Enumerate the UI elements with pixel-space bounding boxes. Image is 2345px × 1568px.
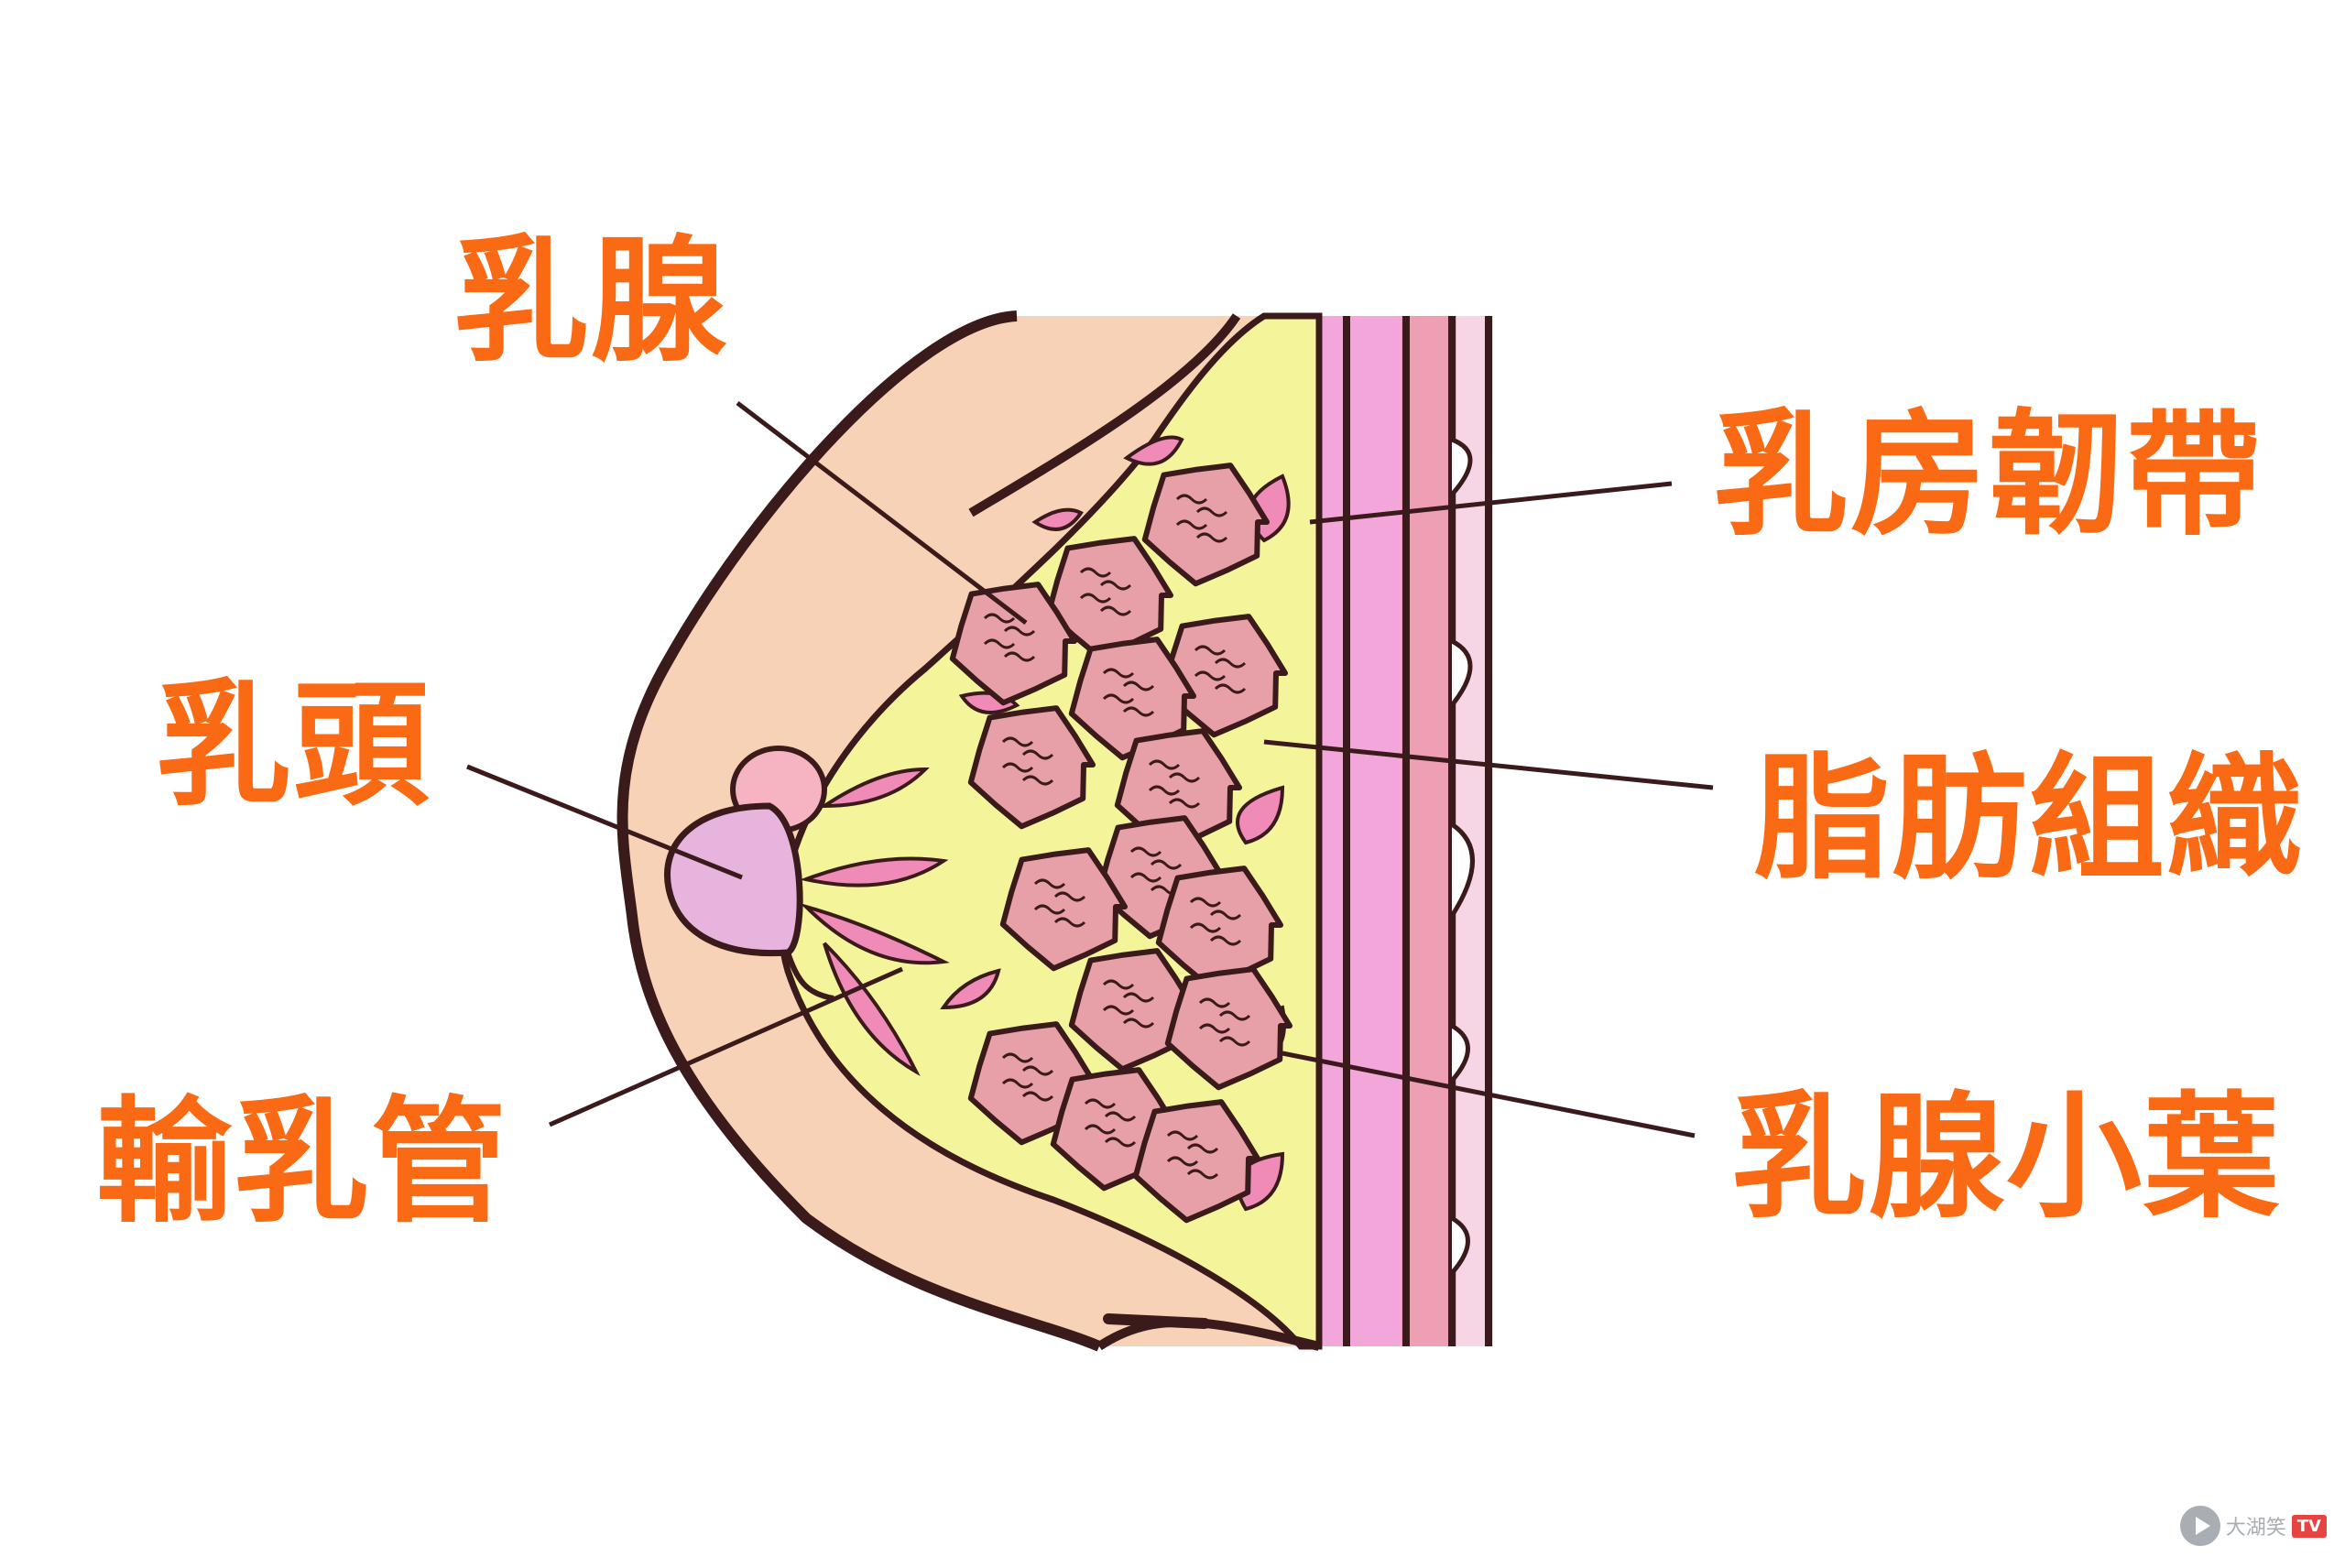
lobule-texture [1003, 626, 1036, 637]
rib-bumps [1449, 437, 1475, 1275]
lobule-texture [1104, 1111, 1137, 1122]
lobule-texture [1102, 693, 1135, 704]
lobule-texture [1189, 922, 1222, 933]
lobule-texture [1186, 1169, 1219, 1180]
label-nipple: 乳頭 [156, 667, 431, 824]
lobule-texture [1218, 1010, 1251, 1021]
leader-lactiferous-duct [548, 966, 904, 1127]
lobule-texture [983, 638, 1016, 649]
lobule-texture [1209, 935, 1242, 946]
lobule-texture [1021, 749, 1054, 760]
lobule-texture [1021, 775, 1054, 786]
lobule-texture [1195, 506, 1228, 517]
label-lobules: 乳腺小葉 [1731, 1079, 2281, 1236]
lobule-texture [1148, 785, 1181, 796]
lobule-texture [1099, 605, 1132, 616]
lobule-texture [1079, 567, 1112, 578]
lobule-texture [1214, 658, 1247, 669]
lobule-texture [1102, 668, 1135, 679]
lobule-texture [1214, 683, 1247, 694]
lobule-texture [1001, 736, 1034, 747]
lobule-texture [1122, 706, 1155, 717]
lobule-texture [1166, 1130, 1199, 1141]
lobule-texture [1195, 532, 1228, 543]
lobule-texture [983, 613, 1016, 624]
lobule-texture [1186, 1143, 1219, 1154]
lobule-texture [1033, 878, 1066, 889]
leader-nipple [466, 764, 743, 880]
lobule-texture [1189, 897, 1222, 908]
tv-badge: TV [2291, 1514, 2327, 1538]
lobule-texture [1129, 872, 1162, 883]
lobule-texture [1122, 1018, 1155, 1029]
nipple-shape [664, 802, 803, 957]
leader-lines [466, 401, 1714, 1138]
lobule-texture [1129, 846, 1162, 857]
label-suspensory-ligament: 乳房韌帶 [1713, 397, 2263, 554]
lobule-texture [1084, 1098, 1117, 1109]
lobule-texture [1084, 1124, 1117, 1135]
label-adipose-tissue: 脂肪組織 [1754, 740, 2304, 898]
lobule-texture [1104, 1137, 1137, 1148]
lobule-texture [1168, 772, 1201, 783]
watermark-logo: 大湖笑 TV [2179, 1500, 2327, 1552]
leader-mammary-gland [736, 401, 1028, 625]
lobule-texture [1001, 1078, 1034, 1089]
watermark-text: 大湖笑 [2225, 1517, 2286, 1540]
lobule-texture [1148, 759, 1181, 770]
lobule-texture [1166, 1156, 1199, 1167]
lobule-texture [1198, 1023, 1231, 1034]
lobule-texture [1175, 494, 1208, 505]
lobule-clusters [949, 463, 1292, 1224]
lobule-texture [1021, 1065, 1054, 1076]
lobule-texture [1001, 762, 1034, 773]
lobule-texture [1218, 1036, 1251, 1047]
leader-lobules [1282, 1051, 1696, 1138]
lobule-texture [1021, 1091, 1054, 1102]
lobule-texture [1053, 917, 1086, 928]
label-lactiferous-duct: 輸乳管 [96, 1083, 508, 1241]
leader-adipose-tissue [1263, 739, 1714, 790]
lobule-texture [1194, 670, 1227, 681]
lobule-texture [1033, 904, 1066, 915]
lobule-texture [1198, 997, 1231, 1008]
label-mammary-gland: 乳腺 [453, 223, 728, 380]
lobule-texture [1209, 909, 1242, 920]
lobule-texture [1194, 645, 1227, 656]
lobule-texture [1168, 798, 1201, 809]
lobule-texture [1122, 681, 1155, 691]
lobule-texture [1102, 1005, 1135, 1016]
lobule-texture [1099, 580, 1132, 591]
leader-suspensory-ligament [1309, 481, 1673, 525]
lobule-texture [1102, 979, 1135, 990]
lobule-texture [1001, 1052, 1034, 1063]
lobule-texture [1053, 891, 1086, 902]
lobule-texture [1175, 519, 1208, 530]
lobule-texture [1079, 593, 1112, 604]
lobule-texture [1122, 992, 1155, 1003]
lobule-texture [1150, 859, 1183, 870]
play-icon [2179, 1506, 2220, 1546]
lobule-texture [1003, 651, 1036, 662]
